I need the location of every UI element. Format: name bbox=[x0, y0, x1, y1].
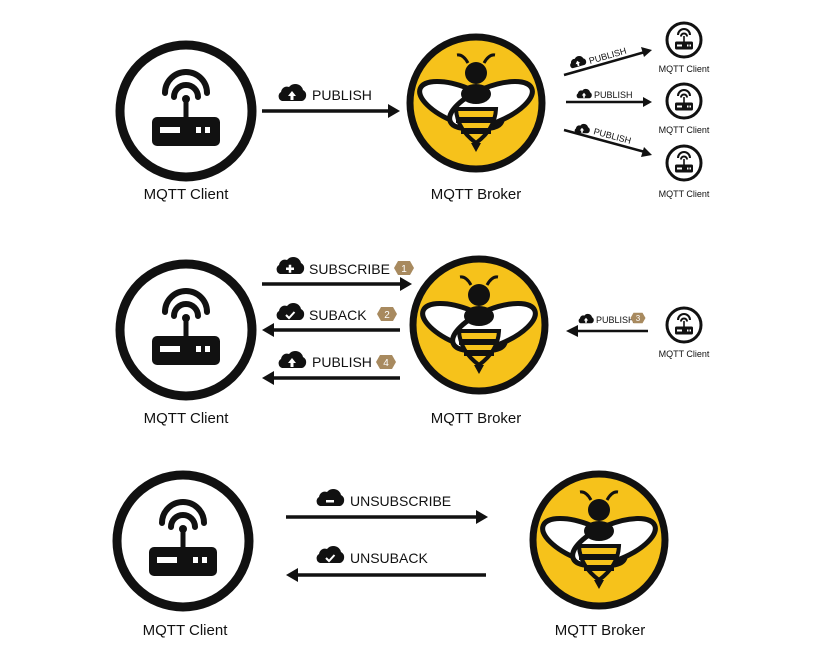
publish-in-label: PUBLISH bbox=[596, 315, 635, 325]
section-1-publish: MQTT Client PUBLISH MQTT Broker PUBLISH … bbox=[120, 21, 710, 203]
subscribe-label: SUBSCRIBE bbox=[309, 261, 390, 277]
router-icon bbox=[665, 306, 703, 344]
arrow-head bbox=[566, 325, 578, 337]
arrow-head bbox=[388, 104, 400, 118]
cloud-upload-icon bbox=[577, 89, 592, 98]
cloud-upload-icon bbox=[279, 84, 307, 101]
section-2-subscribe: MQTT Client SUBSCRIBE 1 SUBACK 2 PUBLISH… bbox=[120, 257, 710, 427]
bee-icon bbox=[413, 259, 545, 391]
arrow-head bbox=[400, 277, 412, 291]
cloud-check-icon bbox=[277, 303, 305, 320]
broker-label: MQTT Broker bbox=[555, 622, 646, 639]
arrow-head bbox=[262, 371, 274, 385]
broker-label: MQTT Broker bbox=[431, 410, 522, 427]
small-client-label-1: MQTT Client bbox=[659, 64, 710, 74]
cloud-check-icon bbox=[317, 546, 345, 563]
arrow-head bbox=[643, 97, 652, 107]
step-number: 1 bbox=[401, 264, 407, 275]
router-icon bbox=[120, 45, 252, 177]
bee-icon bbox=[533, 474, 665, 606]
step-number: 2 bbox=[384, 310, 390, 321]
small-client-label: MQTT Client bbox=[659, 349, 710, 359]
cloud-minus-icon bbox=[317, 489, 345, 506]
cloud-upload-icon bbox=[279, 351, 307, 368]
arrow-head bbox=[286, 568, 298, 582]
cloud-upload-icon bbox=[568, 54, 587, 68]
router-icon bbox=[665, 144, 703, 182]
publish-label: PUBLISH bbox=[312, 87, 372, 103]
router-icon bbox=[117, 475, 249, 607]
step-number: 4 bbox=[383, 358, 389, 369]
fanout-arrow-3 bbox=[563, 128, 646, 154]
publish-out-label: PUBLISH bbox=[312, 354, 372, 370]
broker-label: MQTT Broker bbox=[431, 186, 522, 203]
router-icon bbox=[665, 82, 703, 120]
unsuback-label: UNSUBACK bbox=[350, 550, 428, 566]
cloud-upload-icon bbox=[579, 314, 594, 323]
cloud-upload-icon bbox=[575, 124, 590, 133]
fanout-label-2: PUBLISH bbox=[594, 90, 633, 100]
section-3-unsubscribe: MQTT Client UNSUBSCRIBE UNSUBACK MQTT Br… bbox=[117, 474, 665, 639]
bee-icon bbox=[410, 37, 542, 169]
suback-label: SUBACK bbox=[309, 307, 367, 323]
unsubscribe-label: UNSUBSCRIBE bbox=[350, 493, 451, 509]
small-client-label-2: MQTT Client bbox=[659, 125, 710, 135]
client-label: MQTT Client bbox=[144, 410, 230, 427]
client-label: MQTT Client bbox=[143, 622, 229, 639]
client-label: MQTT Client bbox=[144, 186, 230, 203]
router-icon bbox=[120, 264, 252, 396]
arrow-head bbox=[262, 323, 274, 337]
fanout-arrow-1 bbox=[563, 50, 646, 77]
arrow-head bbox=[641, 47, 652, 57]
router-icon bbox=[665, 21, 703, 59]
step-number: 3 bbox=[636, 314, 641, 323]
cloud-plus-icon bbox=[277, 257, 305, 274]
small-client-label-3: MQTT Client bbox=[659, 189, 710, 199]
arrow-head bbox=[476, 510, 488, 524]
arrow-head bbox=[641, 147, 652, 157]
